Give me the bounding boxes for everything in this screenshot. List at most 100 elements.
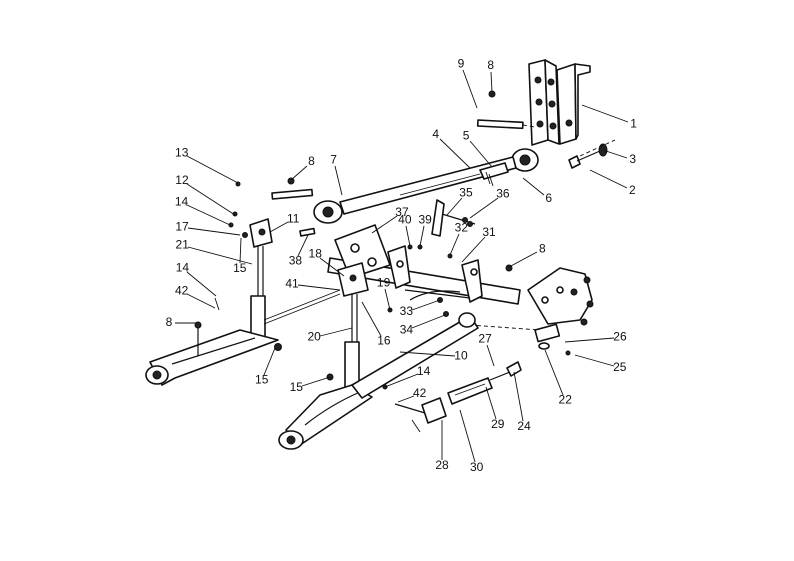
callout-leader-24 (513, 371, 524, 422)
part-number-label: 8 (487, 58, 494, 72)
callout-leader-39 (419, 225, 425, 247)
part-number-label: 15 (290, 380, 304, 394)
part-number-label: 9 (458, 57, 465, 71)
mounting-brackets (528, 59, 591, 146)
part-number-label: 32 (455, 221, 469, 235)
callout-leader-14 (186, 271, 217, 297)
part-number-label: 12 (175, 173, 189, 187)
callout-leader-33 (411, 299, 441, 311)
callout-leader-15 (263, 347, 276, 376)
callout-leader-40 (405, 225, 411, 247)
callout-leader-42 (397, 395, 415, 403)
part-number-label: 39 (418, 212, 432, 226)
turnbuckle-assembly (394, 361, 522, 433)
callout-leader-19 (384, 288, 391, 311)
callout-leader-26 (564, 337, 615, 343)
part-number-label: 14 (176, 260, 190, 274)
callout-leader-22 (544, 349, 564, 396)
part-number-label: 3 (629, 152, 636, 166)
bracket-35-36 (431, 199, 476, 237)
callout-leader-14 (384, 373, 419, 388)
part-number-label: 15 (233, 261, 247, 275)
part-number-label: 31 (482, 225, 496, 239)
callout-leader-2 (589, 169, 628, 189)
callout-leader-1 (581, 104, 629, 123)
part-number-label: 42 (413, 386, 427, 400)
part-number-label: 14 (417, 364, 431, 378)
callout-leader-9 (462, 69, 478, 109)
callout-leader-37 (371, 215, 398, 234)
part-number-label: 35 (459, 186, 473, 200)
part-number-label: 40 (398, 212, 412, 226)
part-number-label: 14 (175, 195, 189, 209)
part-number-label: 29 (491, 417, 505, 431)
callout-leader-3 (602, 149, 628, 159)
part-number-label: 1 (630, 116, 637, 130)
part-number-label: 33 (400, 304, 414, 318)
part-number-label: 5 (463, 129, 470, 143)
part-number-label: 4 (432, 127, 439, 141)
part-number-label: 36 (496, 187, 510, 201)
part-number-label: 37 (395, 205, 409, 219)
lift-cross-shaft (327, 224, 521, 305)
callout-leader-14 (186, 204, 231, 226)
callout-leader-41 (297, 284, 341, 291)
part-number-label: 19 (377, 275, 391, 289)
part-number-label: 8 (166, 315, 173, 329)
callout-leader-20 (319, 327, 353, 337)
part-number-label: 25 (613, 360, 627, 374)
part-number-label: 42 (175, 283, 189, 297)
part-number-label: 26 (613, 330, 627, 344)
part-number-label: 24 (517, 419, 531, 433)
callout-leader-8 (508, 251, 538, 268)
part-number-label: 13 (175, 145, 189, 159)
part-number-label: 17 (175, 219, 189, 233)
part-number-label: 15 (255, 373, 269, 387)
part-number-label: 2 (629, 183, 636, 197)
callout-leader-6 (522, 177, 545, 196)
callout-leader-5 (469, 140, 493, 168)
pins-22-26 (534, 323, 571, 356)
part-number-label: 18 (309, 247, 323, 261)
callout-leader-42 (186, 293, 216, 309)
bracket-hardware (476, 90, 616, 169)
part-number-label: 41 (285, 276, 299, 290)
part-number-label: 10 (454, 349, 468, 363)
callout-leader-31 (461, 236, 486, 263)
part-number-label: 27 (478, 331, 492, 345)
part-number-label: 28 (435, 458, 449, 472)
callout-leader-30 (459, 409, 476, 463)
callout-leader-25 (574, 354, 615, 367)
part-number-label: 6 (545, 191, 552, 205)
callout-leader-10 (399, 351, 456, 357)
callout-leader-36 (469, 197, 499, 219)
top-link-assembly (271, 148, 539, 224)
left-lift-rod (214, 218, 273, 339)
part-number-label: 21 (176, 238, 190, 252)
callout-leader-21 (187, 246, 253, 265)
part-number-label: 20 (307, 330, 321, 344)
part-number-label: 34 (400, 322, 414, 336)
callout-leader-12 (186, 183, 236, 216)
callout-leader-29 (485, 386, 497, 420)
callout-leader-18 (319, 257, 345, 277)
callout-leader-35 (446, 197, 463, 216)
part-number-label: 30 (470, 460, 484, 474)
callout-leader-8 (290, 165, 308, 181)
callout-leader-17 (187, 227, 241, 236)
part-number-label: 22 (559, 393, 573, 407)
callout-leader-16 (361, 301, 382, 337)
callout-leader-32 (449, 233, 460, 256)
callout-leader-13 (186, 155, 239, 184)
callout-leader-15 (239, 237, 242, 264)
right-side-plate (469, 267, 594, 331)
callout-leader-15 (301, 376, 331, 387)
left-lower-link (145, 321, 282, 386)
callout-leader-4 (439, 138, 471, 169)
part-number-label: 8 (539, 241, 546, 255)
callout-leader-38 (297, 234, 309, 257)
right-lower-link (278, 312, 479, 450)
callout-leader-27 (486, 344, 495, 367)
